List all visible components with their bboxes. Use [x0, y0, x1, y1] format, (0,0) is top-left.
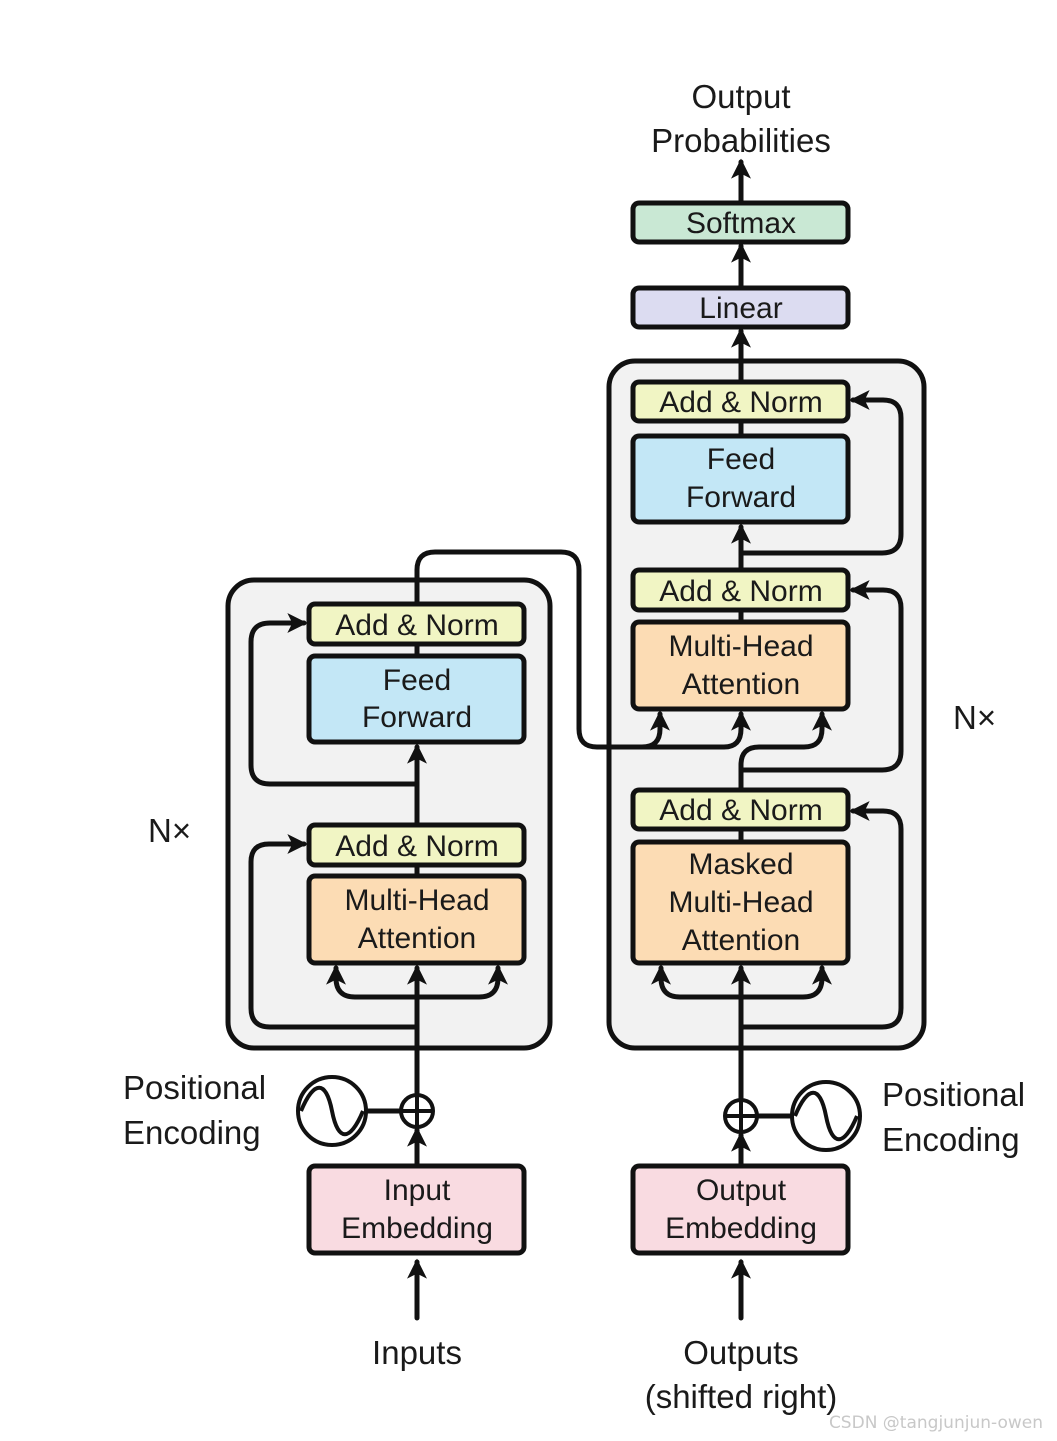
encoder-stack: [225, 577, 553, 1051]
encoder-add-norm-top-box: [306, 601, 527, 647]
softmax-box: [630, 200, 851, 245]
input-embedding-label-line2: Embedding: [341, 1212, 493, 1245]
watermark: CSDN @tangjunjun-owen: [828, 1413, 1043, 1433]
inputs-label: Inputs: [372, 1334, 462, 1371]
decoder-repeat-label: N×: [953, 699, 996, 736]
encoder-attention-label-line2: Attention: [358, 922, 476, 955]
decoder-feed-forward-label-line1: Feed: [707, 443, 775, 476]
input-embedding-label-line1: Input: [384, 1174, 451, 1207]
output-embedding-label-line2: Embedding: [665, 1212, 817, 1245]
outputs-label-line1: Outputs: [683, 1334, 799, 1371]
encoder-add-norm-bottom-box: [306, 822, 527, 868]
encoder-positional-encoding-label-line1: Positional: [123, 1069, 266, 1106]
decoder-masked-attention-box: [630, 839, 851, 966]
encoder-feed-forward-label-line1: Feed: [383, 664, 451, 697]
decoder-masked-attention-label-line2: Multi-Head: [668, 886, 813, 919]
decoder-add-norm-mid-label: Add & Norm: [659, 575, 822, 608]
encoder-feed-forward-box: [306, 653, 527, 745]
encoder-add-norm-bottom-label: Add & Norm: [335, 830, 498, 863]
decoder-positional-encoding-label-line2: Encoding: [882, 1121, 1020, 1158]
encoder-wires: [248, 549, 751, 1321]
decoder-feed-forward-label-line2: Forward: [686, 481, 796, 514]
encoder-add-icon: [399, 1093, 435, 1129]
linear-box: [630, 285, 851, 330]
linear-label: Linear: [699, 292, 782, 325]
encoder-attention-box: [306, 873, 527, 966]
encoder-add-norm-top-label: Add & Norm: [335, 609, 498, 642]
output-probabilities-label-line2: Probabilities: [651, 122, 831, 159]
decoder-add-norm-bottom-label: Add & Norm: [659, 794, 822, 827]
decoder-positional-encoding-label-line1: Positional: [882, 1076, 1025, 1113]
decoder-masked-attention-label-line1: Masked: [688, 848, 793, 881]
decoder-add-norm-top-label: Add & Norm: [659, 386, 822, 419]
encoder-feed-forward-label-line2: Forward: [362, 701, 472, 734]
encoder-attention-label-line1: Multi-Head: [344, 884, 489, 917]
decoder-add-norm-top-box: [630, 379, 851, 424]
outputs-label-line2: (shifted right): [645, 1378, 838, 1415]
encoder-positional-encoding-icon: [296, 1075, 400, 1147]
decoder-add-norm-mid-box: [630, 567, 851, 613]
output-embedding-box: [630, 1163, 851, 1256]
decoder-add-icon: [723, 1098, 759, 1134]
softmax-label: Softmax: [686, 207, 796, 240]
decoder-masked-attention-label-line3: Attention: [682, 924, 800, 957]
decoder-cross-attention-label-line1: Multi-Head: [668, 630, 813, 663]
encoder-repeat-label: N×: [148, 812, 191, 849]
output-embedding-label-line1: Output: [696, 1174, 787, 1207]
output-probabilities-label-line1: Output: [691, 78, 790, 115]
encoder-positional-encoding-label-line2: Encoding: [123, 1114, 261, 1151]
decoder-cross-attention-label-line2: Attention: [682, 668, 800, 701]
decoder-add-norm-bottom-box: [630, 787, 851, 832]
input-embedding-box: [306, 1163, 527, 1256]
decoder-positional-encoding-icon: [758, 1080, 862, 1152]
decoder-wires: [651, 158, 904, 1321]
decoder-cross-attention-box: [630, 619, 851, 712]
decoder-feed-forward-box: [630, 433, 851, 525]
